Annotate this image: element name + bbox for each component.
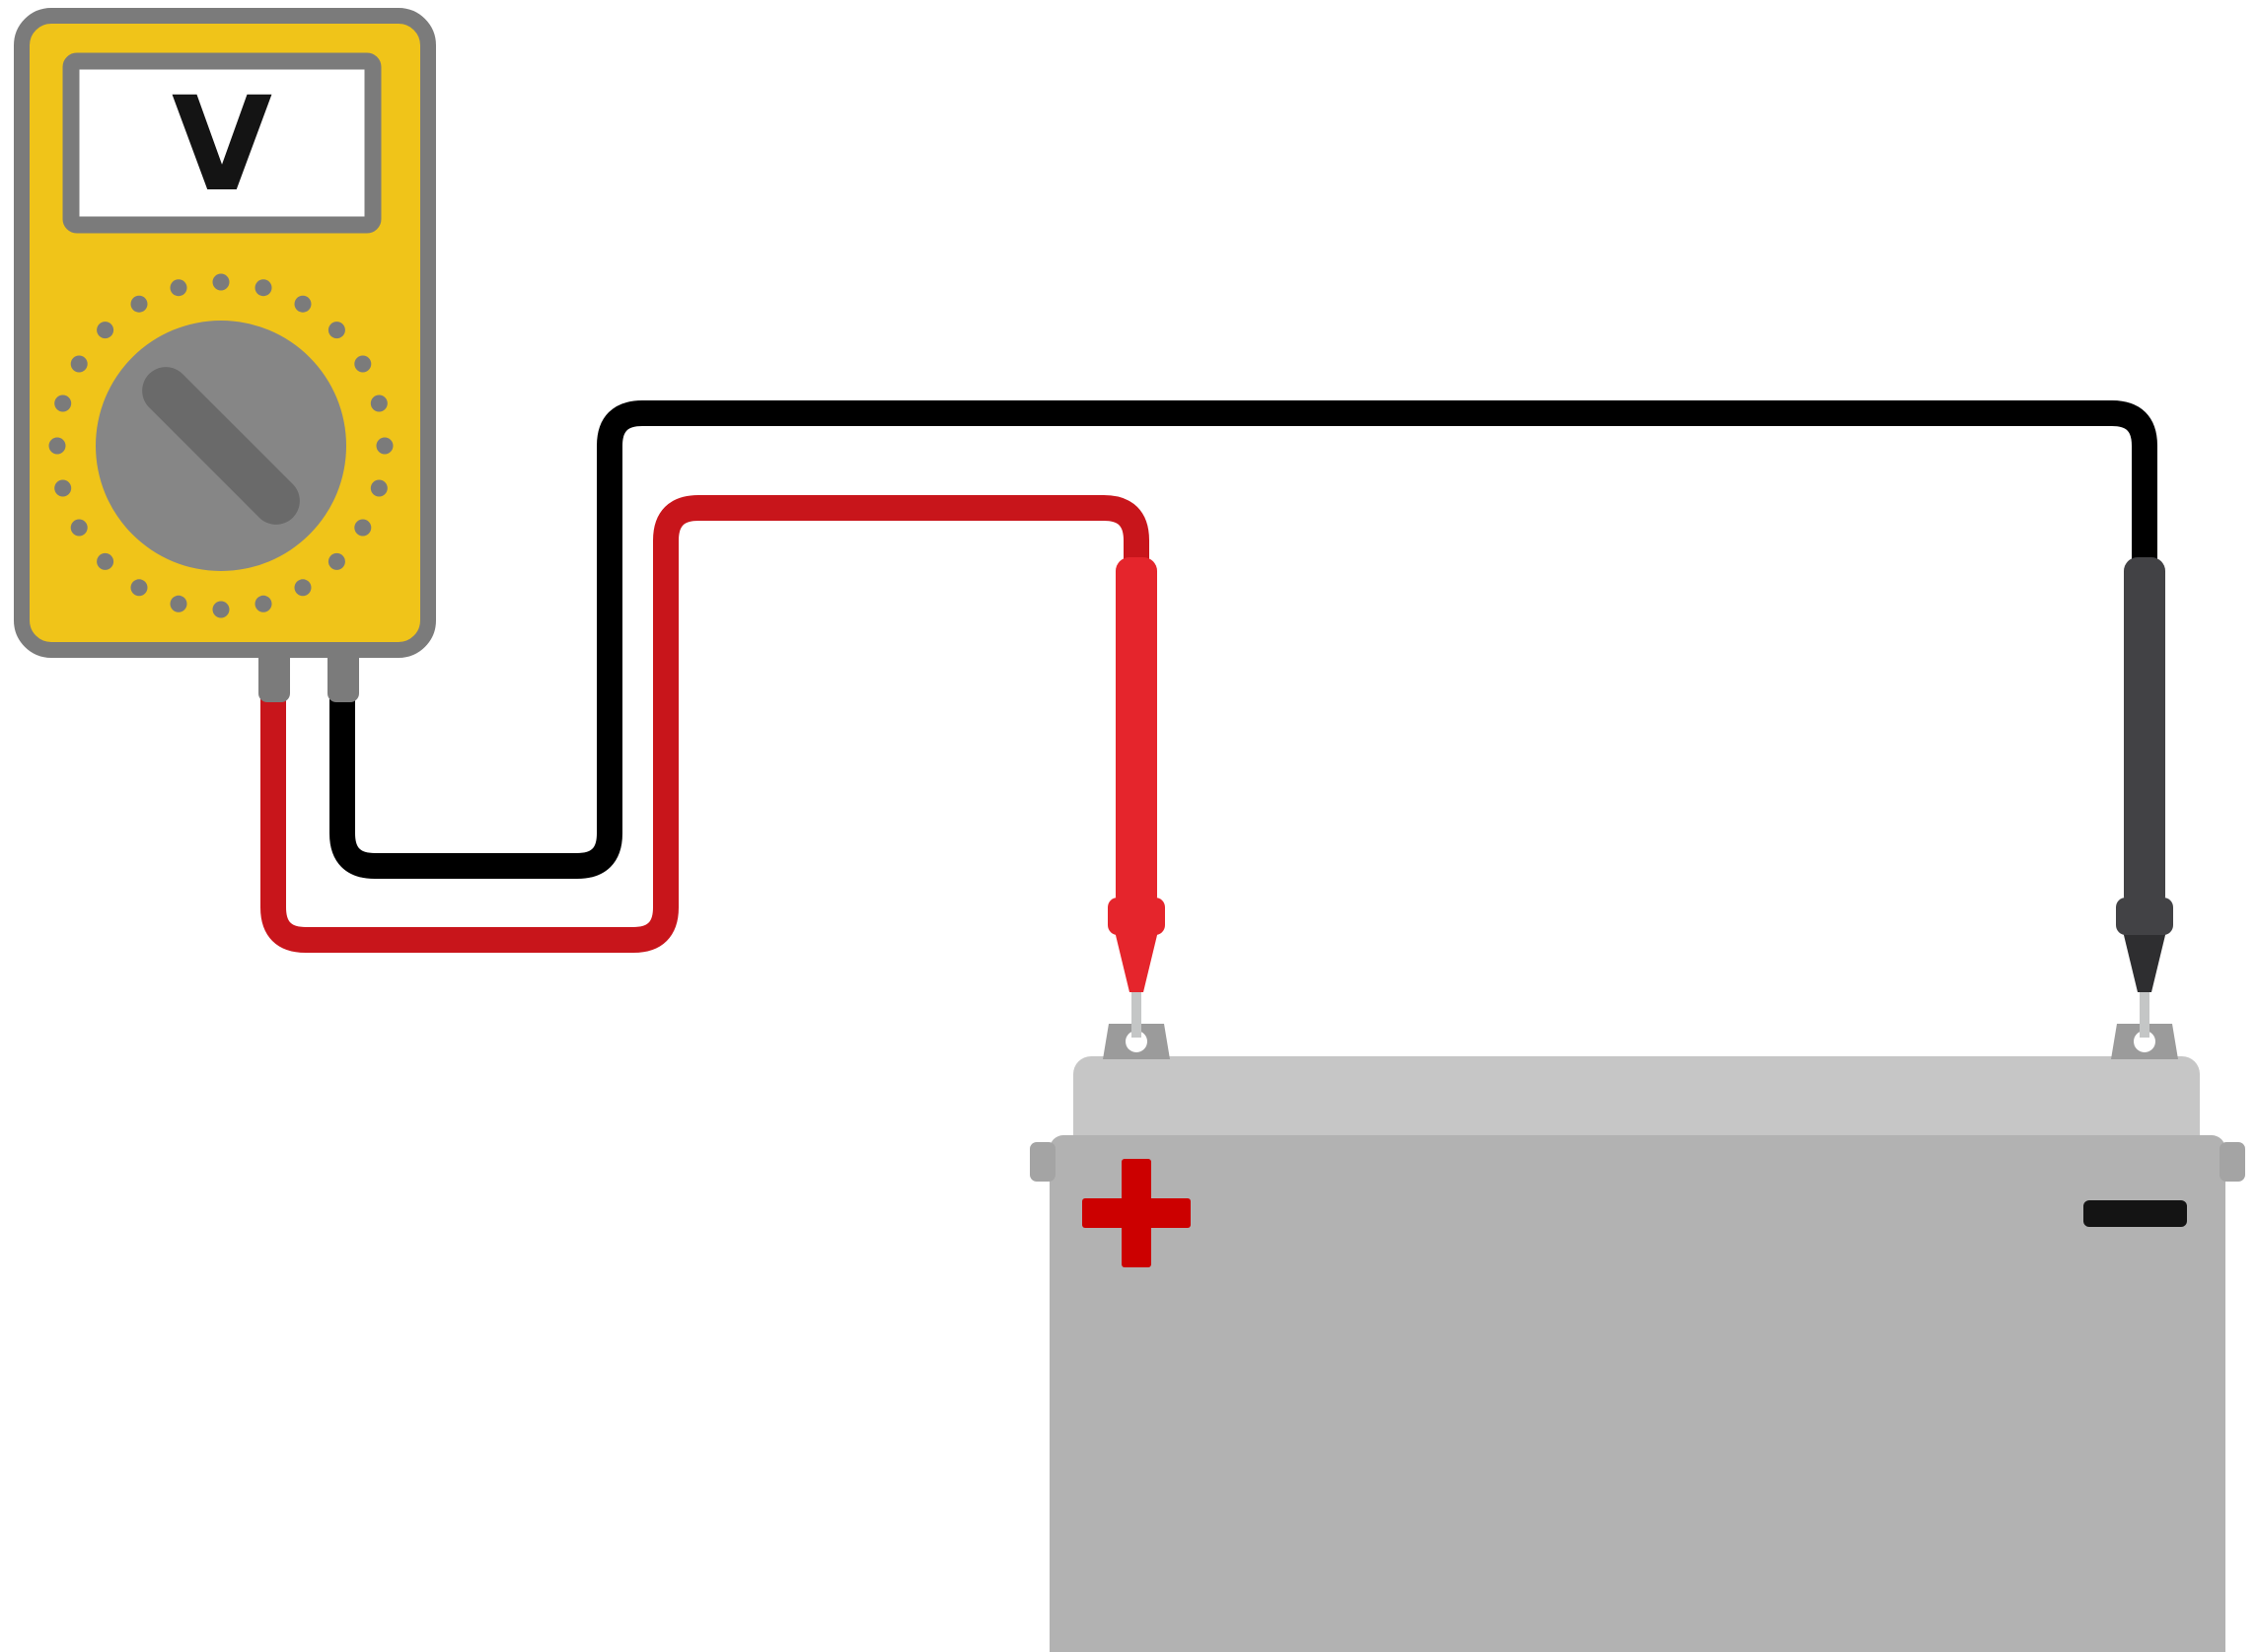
dial-dot (170, 595, 187, 612)
dial-dot (212, 601, 230, 618)
dial-dot (255, 279, 272, 297)
red-probe-cone (1115, 931, 1158, 992)
negative-terminal-screw (2134, 1031, 2155, 1052)
black-probe-cone (2123, 931, 2166, 992)
battery-negative-terminal (2111, 1024, 2178, 1059)
black-probe-handle (2124, 557, 2165, 910)
black-probe-metal-tip (2140, 986, 2149, 1038)
dial-dot (212, 273, 230, 291)
red-probe (1108, 557, 1165, 1038)
dial-dot (54, 479, 72, 497)
dial-dot (354, 519, 372, 537)
dial-dot (354, 355, 372, 373)
black-probe (2116, 557, 2173, 1038)
dial-dot (70, 355, 88, 373)
dial-dot (370, 395, 388, 412)
battery-body (1050, 1135, 2225, 1652)
battery (1030, 1024, 2245, 1652)
multimeter-display (62, 52, 382, 234)
dial-dot (328, 552, 345, 570)
dial-dot (370, 479, 388, 497)
dial-dot (97, 552, 114, 570)
dial-dot (170, 279, 187, 297)
dial-dot (70, 519, 88, 537)
plus-icon-vertical-bar (1122, 1159, 1151, 1267)
dial-dot (294, 579, 312, 597)
minus-icon (2083, 1200, 2187, 1227)
dial-dot (130, 579, 148, 597)
dial-dot (255, 595, 272, 612)
dial-dot (328, 322, 345, 339)
dial-pointer (142, 367, 300, 525)
dial-dot (54, 395, 72, 412)
dial-tick-dots (48, 273, 394, 618)
red-test-lead-wire (260, 495, 1149, 953)
red-probe-collar (1108, 898, 1165, 935)
dial-dot (130, 295, 148, 313)
battery-right-tab (2220, 1142, 2245, 1182)
battery-positive-terminal (1103, 1024, 1170, 1059)
dial-dot (294, 295, 312, 313)
multimeter: V (14, 8, 436, 702)
multimeter-display-label: V (172, 69, 272, 221)
red-probe-handle (1116, 557, 1157, 910)
dial-dot (48, 437, 66, 455)
red-probe-metal-tip (1131, 986, 1141, 1038)
positive-terminal-symbol (1082, 1159, 1191, 1267)
black-probe-collar (2116, 898, 2173, 935)
dial-dot (97, 322, 114, 339)
battery-left-tab (1030, 1142, 1056, 1182)
positive-terminal-screw (1126, 1031, 1147, 1052)
dial-dot (376, 437, 394, 455)
black-test-lead-wire (329, 400, 2157, 879)
